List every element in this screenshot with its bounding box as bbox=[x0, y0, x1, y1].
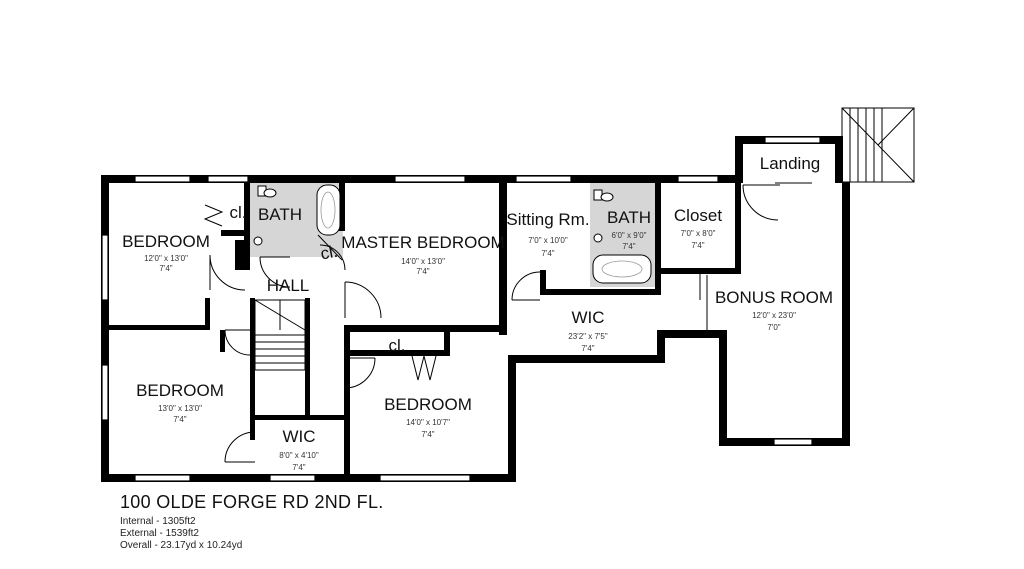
windows bbox=[101, 136, 821, 482]
bath-e-name: BATH bbox=[607, 208, 651, 227]
hall-name: HALL bbox=[267, 276, 310, 295]
bath-e-dims: 6'0" x 9'0" bbox=[612, 231, 647, 240]
bedroom-sw-name: BEDROOM bbox=[136, 381, 224, 400]
wic-sw-name: WIC bbox=[282, 427, 315, 446]
bedroom-sw-dims: 13'0" x 13'0" bbox=[158, 404, 202, 413]
bath-w-name: BATH bbox=[258, 205, 302, 224]
stat-internal: Internal - 1305ft2 bbox=[120, 516, 196, 527]
bath-fixtures bbox=[253, 184, 652, 284]
sitting-dims: 7'0" x 10'0" bbox=[528, 236, 568, 245]
bedroom-s-name: BEDROOM bbox=[384, 395, 472, 414]
wic-master-name: WIC bbox=[571, 308, 604, 327]
wic-sw-height: 7'4" bbox=[292, 463, 305, 472]
master-dims: 14'0" x 13'0" bbox=[401, 257, 445, 266]
bonus-dims: 12'0" x 23'0" bbox=[752, 311, 796, 320]
closet-height: 7'4" bbox=[691, 241, 704, 250]
wic-master-dims: 23'2" x 7'5" bbox=[568, 332, 608, 341]
stat-overall: Overall - 23.17yd x 10.24yd bbox=[120, 540, 243, 551]
master-height: 7'4" bbox=[416, 267, 429, 276]
sitting-height: 7'4" bbox=[541, 249, 554, 258]
wic-sw-dims: 8'0" x 4'10" bbox=[279, 451, 319, 460]
toilet-east bbox=[593, 189, 603, 201]
plan-caption: 100 OLDE FORGE RD 2ND FL. Internal - 130… bbox=[120, 492, 384, 552]
bedroom-nw-dims: 12'0" x 13'0" bbox=[144, 254, 188, 263]
walls bbox=[101, 136, 850, 482]
closet-dims: 7'0" x 8'0" bbox=[681, 229, 716, 238]
bedroom-nw-name: BEDROOM bbox=[122, 232, 210, 251]
bedroom-s-dims: 14'0" x 10'7" bbox=[406, 418, 450, 427]
bedroom-s-height: 7'4" bbox=[421, 430, 434, 439]
stat-external: External - 1539ft2 bbox=[120, 528, 199, 539]
address-title: 100 OLDE FORGE RD 2ND FL. bbox=[120, 492, 384, 512]
landing-name: Landing bbox=[760, 154, 821, 173]
sitting-name: Sitting Rm. bbox=[506, 210, 589, 229]
door-swings bbox=[203, 182, 812, 463]
bonus-height: 7'0" bbox=[767, 323, 780, 332]
master-name: MASTER BEDROOM bbox=[341, 233, 504, 252]
stairs bbox=[254, 299, 306, 371]
closet-name: Closet bbox=[674, 206, 722, 225]
bedroom-nw-height: 7'4" bbox=[159, 264, 172, 273]
bonus-name: BONUS ROOM bbox=[715, 288, 833, 307]
closet-hall-name: cl. bbox=[319, 242, 339, 264]
bathtub-west bbox=[316, 184, 341, 236]
closet-nw-name: cl. bbox=[230, 203, 247, 222]
bathtub-east bbox=[592, 254, 652, 284]
bath-e-height: 7'4" bbox=[622, 242, 635, 251]
closet-s-name: cl. bbox=[389, 336, 406, 355]
exterior-stairs bbox=[841, 107, 915, 183]
wic-master-height: 7'4" bbox=[581, 344, 594, 353]
bedroom-sw-height: 7'4" bbox=[173, 415, 186, 424]
